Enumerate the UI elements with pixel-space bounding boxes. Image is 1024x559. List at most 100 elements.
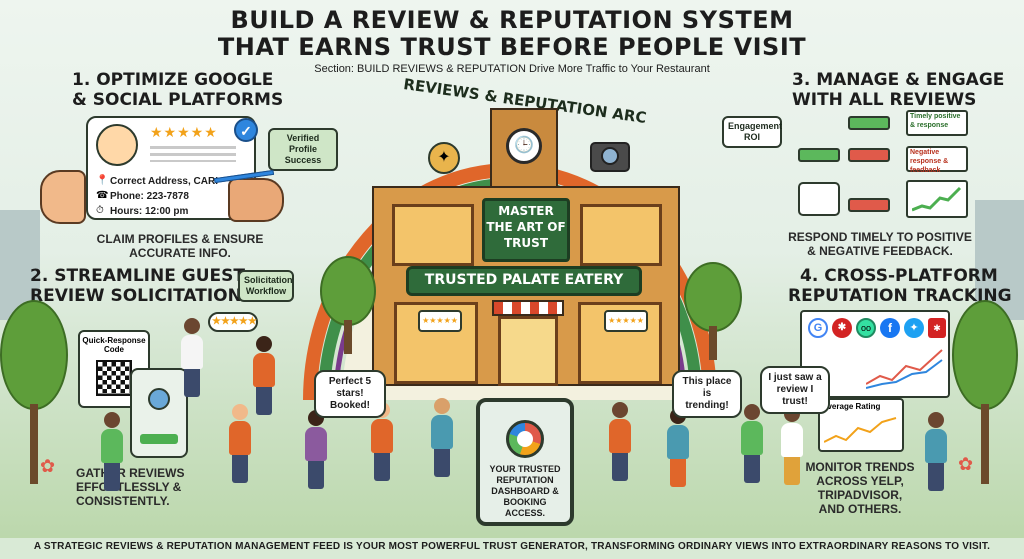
crowd-person-5	[430, 398, 454, 477]
trend-chart-mini-line	[912, 186, 962, 212]
step3-heading-line1: 3. MANAGE & ENGAGE	[792, 70, 1005, 90]
review-mini-card-right: ★★★★★	[604, 310, 648, 332]
review-mini-card-left: ★★★★★	[418, 310, 462, 332]
phone-review-mock	[130, 368, 188, 458]
step4-heading-line1: 4. CROSS-PLATFORM	[800, 266, 998, 286]
step2-caption-line2: EFFORTLESSLY &	[76, 480, 182, 494]
comment-bubble-icon	[798, 182, 840, 216]
solicitation-workflow-badge: Solicitation Workflow	[238, 270, 294, 302]
footer-text: A STRATEGIC REVIEWS & REPUTATION MANAGEM…	[33, 541, 991, 552]
eatery-sign	[406, 266, 642, 296]
qr-code-icon	[96, 360, 132, 396]
perfect-stars-bubble: Perfect 5 stars! Booked!	[314, 370, 386, 418]
eatery-name: TRUSTED PALATE EATERY	[424, 272, 624, 288]
positive-response-box	[906, 110, 968, 136]
step4-heading-line2: REPUTATION TRACKING	[788, 286, 1012, 306]
profile-lines	[150, 146, 236, 162]
profile-hours: Hours: 12:00 pm	[110, 206, 189, 217]
engagement-roi-badge: Engagement ROI	[722, 116, 782, 148]
master-sign	[482, 198, 570, 262]
compass-icon: ✦	[428, 142, 460, 174]
left-hand	[40, 170, 86, 224]
trending-bubble: This place is trending!	[672, 370, 742, 418]
yelp-icon: ✱	[832, 318, 852, 338]
tripadvisor-icon: oo	[856, 318, 876, 338]
crowd-person-10	[924, 412, 948, 491]
tablet-text: YOUR TRUSTED REPUTATION DASHBOARD & BOOK…	[489, 464, 561, 518]
step2-heading-line1: 2. STREAMLINE GUEST	[30, 266, 245, 286]
trusted-review-bubble: I just saw a review I trust!	[760, 366, 830, 414]
flow-node-red-2	[848, 198, 890, 212]
magnifier-center	[517, 431, 533, 447]
step4-caption-line1: MONITOR TRENDS	[805, 460, 915, 474]
monitor-trend-line	[866, 349, 943, 389]
negative-response-box	[906, 146, 968, 172]
step1-caption-line2: ACCURATE INFO.	[129, 246, 231, 260]
window-bottom-right	[578, 302, 662, 384]
right-hand-pen	[228, 178, 284, 222]
clock-icon: 🕒	[506, 128, 542, 164]
step2-caption-line3: CONSISTENTLY.	[76, 494, 170, 508]
awning	[492, 300, 564, 316]
crowd-person-2	[228, 404, 252, 483]
negative-response-label: Negative response & feedback	[910, 149, 949, 174]
guest-person	[252, 336, 276, 415]
crowd-person-8	[740, 404, 764, 483]
flow-node-red-1	[848, 148, 890, 162]
page-title-line2: THAT EARNS TRUST BEFORE PEOPLE VISIT	[217, 33, 807, 61]
step4-caption-line3: TRIPADVISOR,	[817, 488, 903, 502]
flow-node-green-2	[848, 116, 890, 130]
yelp-icon-2: ✱	[928, 318, 946, 338]
window-top-right	[580, 204, 662, 266]
staff-person	[180, 318, 204, 397]
avatar	[96, 124, 138, 166]
profile-address: Correct Address, CARI	[110, 176, 218, 187]
google-icon: G	[808, 318, 828, 338]
front-door[interactable]	[498, 316, 558, 386]
qr-label: Quick-Response Code	[82, 336, 146, 354]
camera-lens	[601, 147, 619, 165]
step3-heading-line2: WITH ALL REVIEWS	[792, 90, 977, 110]
average-rating-card	[818, 398, 904, 452]
crowd-person-3	[304, 410, 328, 489]
step1-caption-line1: CLAIM PROFILES & ENSURE	[96, 232, 264, 246]
profile-phone: Phone: 223-7878	[110, 191, 189, 202]
phone-submit-button[interactable]	[140, 434, 178, 444]
tree-left	[0, 300, 68, 484]
tree-right	[952, 300, 1018, 484]
tree-mid-left	[320, 256, 376, 354]
trend-chart-mini	[906, 180, 968, 218]
master-text: MASTER THE ART OF TRUST	[486, 204, 566, 250]
average-rating-label: Average Rating	[822, 402, 881, 411]
twitter-icon: ✦	[904, 318, 924, 338]
positive-response-label: Timely positive & response	[910, 113, 961, 129]
profile-stars: ★★★★★	[150, 124, 218, 140]
phone-icon: ☎	[96, 190, 109, 201]
page-title-line1: BUILD A REVIEW & REPUTATION SYSTEM	[230, 6, 794, 34]
step2-heading-line2: REVIEW SOLICITATION	[30, 286, 242, 306]
crowd-person-9	[780, 406, 804, 485]
crowd-person-6	[608, 402, 632, 481]
verified-check-icon: ✓	[234, 118, 258, 142]
crowd-person-7	[666, 408, 690, 487]
step4-caption-line2: ACROSS YELP,	[816, 474, 904, 488]
step1-heading-line1: 1. OPTIMIZE GOOGLE	[72, 70, 274, 90]
step2-caption-line1: GATHER REVIEWS	[76, 466, 185, 480]
average-rating-line	[824, 417, 897, 443]
crowd-person-1	[100, 412, 124, 491]
location-pin-icon: 📍	[96, 175, 109, 186]
window-top-left	[392, 204, 474, 266]
footer-bar	[0, 538, 1024, 559]
clock-small-icon: ⏱	[96, 205, 104, 216]
step1-heading-line2: & SOCIAL PLATFORMS	[72, 90, 284, 110]
flow-node-green-1	[798, 148, 840, 162]
phone-avatar	[148, 388, 170, 410]
step3-caption-line1: RESPOND TIMELY TO POSITIVE	[788, 230, 972, 244]
stars-speech-bubble: ★★★★★	[208, 312, 258, 332]
tree-mid-right	[684, 262, 742, 360]
flower-right-icon: ✿	[958, 454, 974, 474]
dashboard-tablet[interactable]	[476, 398, 574, 526]
step3-caption-line2: & NEGATIVE FEEDBACK.	[807, 244, 953, 258]
facebook-icon: f	[880, 318, 900, 338]
verified-profile-badge: Verified Profile Success	[268, 128, 338, 171]
